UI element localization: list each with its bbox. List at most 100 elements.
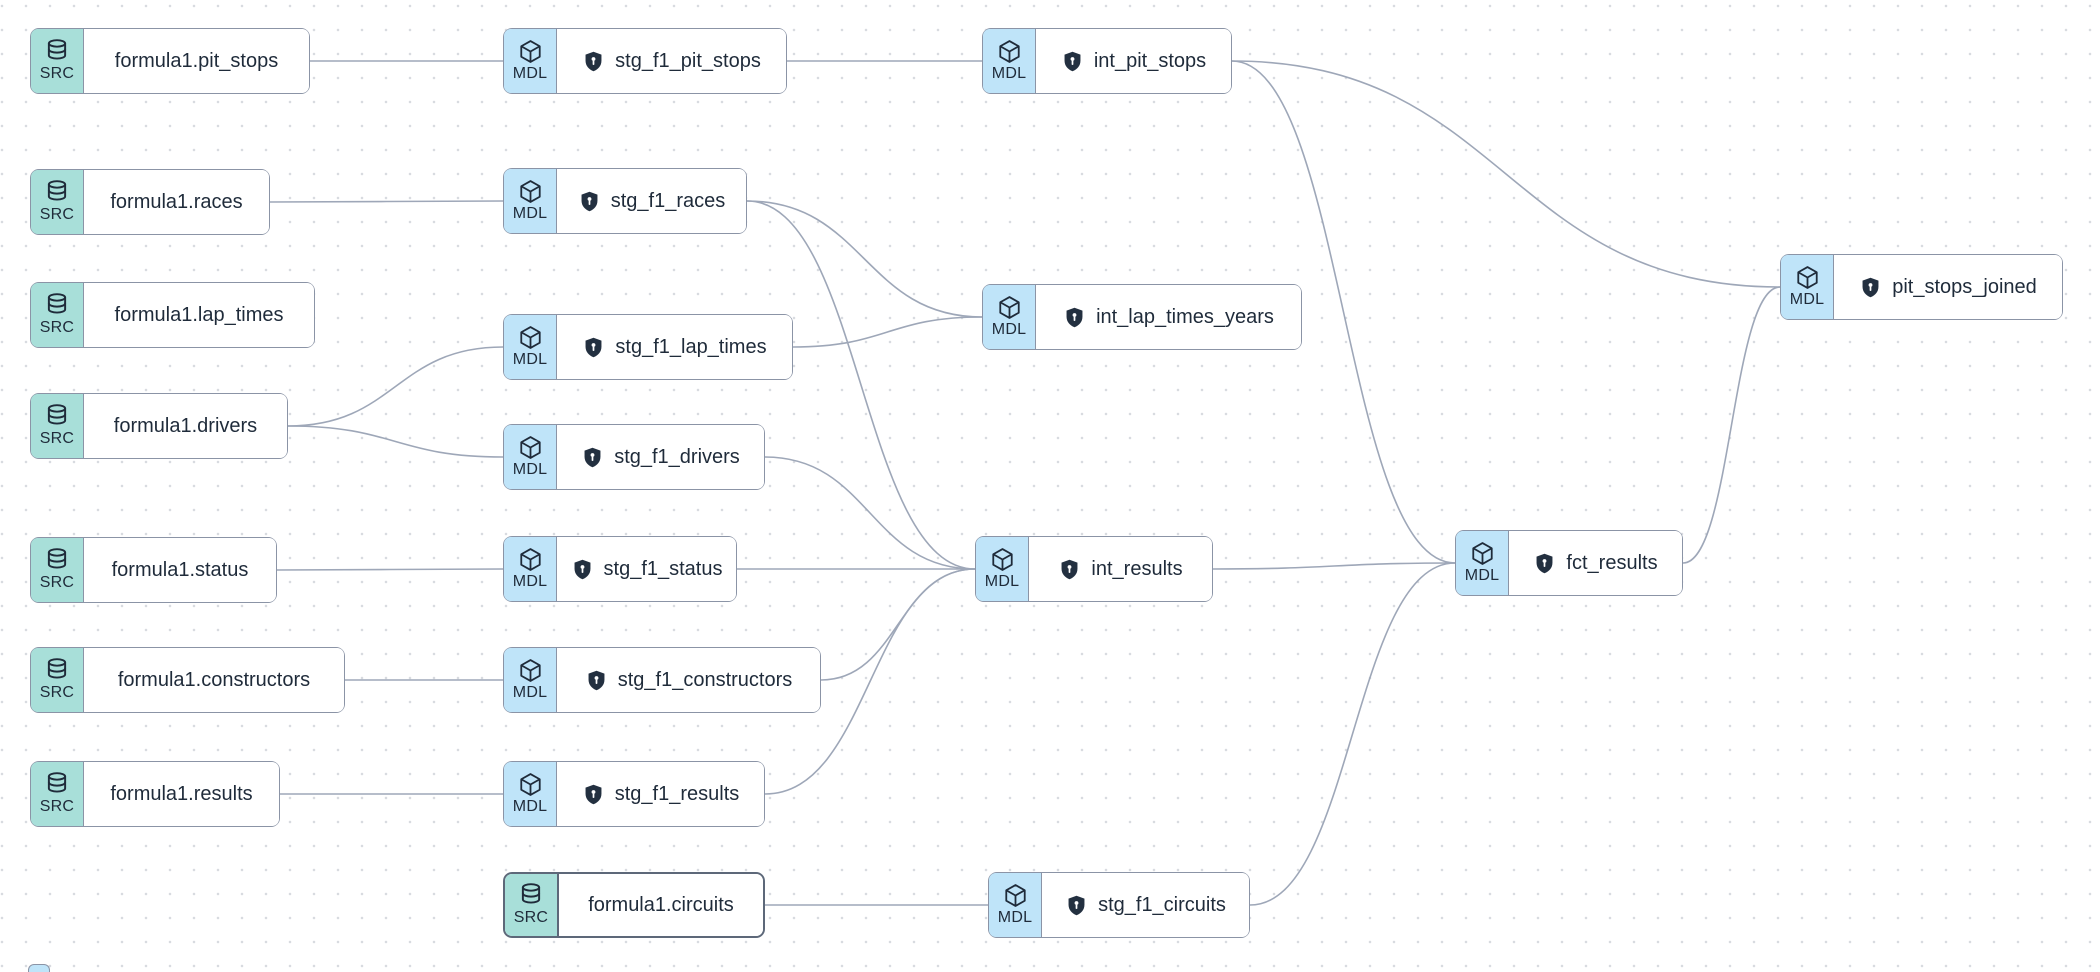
node-src_races[interactable]: SRC formula1.races (30, 169, 270, 235)
edge-stg_races-to-int_lap_times_years (746, 200, 983, 318)
node-int_results[interactable]: MDL int_results (975, 536, 1213, 602)
node-stg_constructors[interactable]: MDL stg_f1_constructors (503, 647, 821, 713)
node-label: formula1.constructors (117, 668, 311, 691)
node-stg_drivers[interactable]: MDL stg_f1_drivers (503, 424, 765, 490)
node-body: stg_f1_races (557, 169, 746, 233)
edge-stg_races-to-int_results (746, 200, 976, 570)
node-label: int_pit_stops (1093, 49, 1207, 72)
cutoff-node-fragment (28, 964, 50, 972)
shield-lock-icon (1065, 894, 1088, 917)
cube-icon (1002, 882, 1029, 909)
node-type-badge: MDL (504, 648, 557, 712)
edge-int_pit_stops-to-pit_stops_joined (1231, 60, 1781, 288)
node-stg_results[interactable]: MDL stg_f1_results (503, 761, 765, 827)
node-type-label: MDL (512, 798, 548, 816)
node-body: int_results (1029, 537, 1212, 601)
shield-lock-icon (1061, 50, 1084, 73)
node-type-badge: SRC (31, 538, 84, 602)
node-label: stg_f1_drivers (614, 445, 740, 468)
node-type-label: MDL (984, 573, 1020, 591)
node-body: pit_stops_joined (1834, 255, 2062, 319)
cube-icon (989, 546, 1016, 573)
node-label: formula1.pit_stops (114, 49, 279, 72)
node-body: formula1.races (84, 170, 269, 234)
node-stg_pit_stops[interactable]: MDL stg_f1_pit_stops (503, 28, 787, 94)
node-int_pit_stops[interactable]: MDL int_pit_stops (982, 28, 1232, 94)
shield-lock-icon (585, 669, 608, 692)
node-type-badge: SRC (31, 170, 84, 234)
node-pit_stops_joined[interactable]: MDL pit_stops_joined (1780, 254, 2063, 320)
node-type-badge: MDL (983, 285, 1036, 349)
node-label: pit_stops_joined (1892, 275, 2037, 298)
node-type-badge: MDL (1781, 255, 1834, 319)
node-body: stg_f1_lap_times (557, 315, 792, 379)
node-type-badge: MDL (1456, 531, 1509, 595)
node-body: formula1.lap_times (84, 283, 314, 347)
shield-lock-icon (1063, 306, 1086, 329)
node-type-label: SRC (39, 684, 75, 702)
node-body: formula1.pit_stops (84, 29, 309, 93)
node-stg_circuits[interactable]: MDL stg_f1_circuits (988, 872, 1250, 938)
node-type-badge: SRC (31, 394, 84, 458)
node-src_circuits[interactable]: SRC formula1.circuits (503, 872, 765, 938)
node-body: stg_f1_circuits (1042, 873, 1249, 937)
edge-src_races-to-stg_races (269, 200, 504, 203)
shield-lock-icon (582, 783, 605, 806)
node-stg_lap_times[interactable]: MDL stg_f1_lap_times (503, 314, 793, 380)
node-src_pit_stops[interactable]: SRC formula1.pit_stops (30, 28, 310, 94)
node-type-label: MDL (1464, 567, 1500, 585)
node-type-label: SRC (39, 574, 75, 592)
node-stg_races[interactable]: MDL stg_f1_races (503, 168, 747, 234)
node-src_drivers[interactable]: SRC formula1.drivers (30, 393, 288, 459)
node-type-badge: MDL (504, 762, 557, 826)
database-icon (518, 882, 544, 909)
node-type-badge: SRC (505, 874, 559, 936)
database-icon (44, 38, 70, 65)
node-fct_results[interactable]: MDL fct_results (1455, 530, 1683, 596)
database-icon (44, 771, 70, 798)
node-type-label: SRC (39, 65, 75, 83)
node-src_constructors[interactable]: SRC formula1.constructors (30, 647, 345, 713)
node-src_results[interactable]: SRC formula1.results (30, 761, 280, 827)
node-type-label: MDL (991, 321, 1027, 339)
edge-int_pit_stops-to-fct_results (1231, 60, 1456, 564)
node-src_lap_times[interactable]: SRC formula1.lap_times (30, 282, 315, 348)
node-stg_status[interactable]: MDL stg_f1_status (503, 536, 737, 602)
node-type-badge: SRC (31, 283, 84, 347)
edge-stg_results-to-int_results (764, 568, 976, 795)
edge-stg_drivers-to-int_results (764, 456, 976, 570)
node-body: formula1.circuits (559, 874, 763, 936)
node-type-label: SRC (39, 798, 75, 816)
node-body: formula1.results (84, 762, 279, 826)
node-body: stg_f1_pit_stops (557, 29, 786, 93)
shield-lock-icon (578, 190, 601, 213)
cube-icon (996, 294, 1023, 321)
node-type-badge: MDL (504, 537, 557, 601)
node-label: stg_f1_races (610, 189, 726, 212)
database-icon (44, 657, 70, 684)
shield-lock-icon (581, 446, 604, 469)
node-type-label: MDL (512, 461, 548, 479)
node-body: formula1.status (84, 538, 276, 602)
shield-lock-icon (582, 50, 605, 73)
node-int_lap_times_years[interactable]: MDL int_lap_times_years (982, 284, 1302, 350)
node-type-label: MDL (512, 573, 548, 591)
cube-icon (1794, 264, 1821, 291)
cube-icon (1469, 540, 1496, 567)
node-body: formula1.drivers (84, 394, 287, 458)
shield-lock-icon (1058, 558, 1081, 581)
node-src_status[interactable]: SRC formula1.status (30, 537, 277, 603)
database-icon (44, 292, 70, 319)
database-icon (44, 403, 70, 430)
node-type-badge: SRC (31, 762, 84, 826)
cube-icon (517, 38, 544, 65)
edge-src_drivers-to-stg_lap_times (287, 346, 504, 427)
node-label: fct_results (1566, 551, 1658, 574)
node-body: stg_f1_results (557, 762, 764, 826)
database-icon (44, 179, 70, 206)
node-type-label: MDL (512, 65, 548, 83)
node-type-label: MDL (512, 351, 548, 369)
node-type-badge: MDL (504, 315, 557, 379)
edge-stg_lap_times-to-int_lap_times_years (792, 316, 983, 348)
